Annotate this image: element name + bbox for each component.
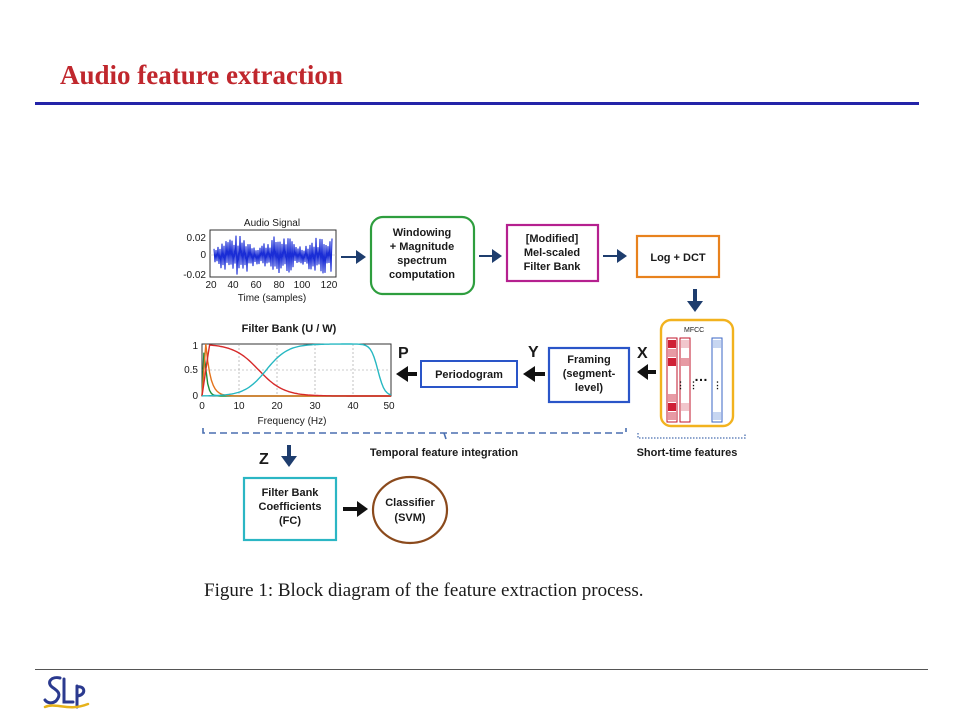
audio-x-tick: 80 [273, 280, 285, 291]
framing-line: Framing [567, 354, 610, 366]
arrow-right-icon [343, 501, 368, 517]
fc-line: (FC) [279, 515, 301, 527]
slide-title: Audio feature extraction [60, 60, 343, 90]
mel-filter-bank-line: Mel-scaled [524, 247, 580, 259]
title-underline [35, 102, 919, 105]
arrow-left-icon [637, 364, 656, 380]
windowing-line: computation [389, 269, 455, 281]
classifier-line: (SVM) [394, 512, 426, 524]
temporal-integration-label: Temporal feature integration [370, 447, 519, 459]
windowing-line: spectrum [397, 255, 447, 267]
mfcc-vector-blue [711, 337, 723, 423]
log-dct-label: Log + DCT [650, 252, 706, 264]
audio-y-tick-top: 0.02 [187, 233, 207, 244]
classifier-block: Classifier (SVM) [371, 475, 449, 545]
filter-bank-curves [201, 343, 392, 397]
mfcc-vertical-ellipsis: ⋮ [713, 380, 722, 390]
mfcc-vertical-ellipsis: ⋮ [676, 380, 685, 390]
windowing-line: + Magnitude [390, 241, 454, 253]
filter-bank-plot-title: Filter Bank (U / W) [242, 323, 337, 335]
periodogram-box [420, 360, 518, 388]
audio-x-tick: 20 [205, 280, 217, 291]
fb-x-tick: 40 [347, 401, 359, 412]
arrow-left-icon [523, 366, 545, 382]
classifier-line: Classifier [385, 497, 435, 509]
fc-line: Filter Bank [262, 487, 320, 499]
mel-filter-bank-line: [Modified] [526, 233, 579, 245]
arrow-down-icon [687, 289, 703, 312]
figure-caption: Figure 1: Block diagram of the feature e… [204, 580, 644, 601]
audio-x-tick: 40 [227, 280, 239, 291]
audio-waveform [213, 235, 333, 275]
temporal-brace [202, 428, 627, 434]
footer-rule [35, 669, 928, 670]
fb-x-tick: 10 [233, 401, 245, 412]
audio-x-tick: 60 [250, 280, 262, 291]
label-z: Z [259, 451, 269, 468]
fb-y-tick: 1 [192, 341, 198, 352]
audio-signal-plot: Audio Signal 0.02 0 -0.02 20 40 60 80 10… [183, 218, 338, 304]
framing-box [547, 346, 631, 404]
arrow-right-icon [341, 250, 366, 264]
arrow-down-icon [281, 445, 297, 467]
classifier-circle [371, 475, 449, 545]
windowing-box [369, 215, 476, 296]
mfcc-label: MFCC [684, 327, 704, 334]
log-dct-block: Log + DCT [635, 234, 721, 279]
periodogram-label: Periodogram [435, 369, 503, 381]
filter-bank-plot: Filter Bank (U / W) 1 0.5 0 0 10 20 30 4… [184, 323, 395, 427]
label-p: P [398, 345, 409, 362]
arrow-left-icon [396, 366, 417, 382]
fb-x-tick: 20 [271, 401, 283, 412]
label-y: Y [528, 344, 539, 361]
mel-filter-bank-line: Filter Bank [524, 261, 582, 273]
audio-y-tick-mid: 0 [200, 250, 206, 261]
slp-logo [43, 676, 90, 709]
fb-y-tick: 0.5 [184, 365, 198, 376]
short-time-brace [637, 433, 746, 439]
log-dct-box [635, 234, 721, 279]
temporal-brace-tip [443, 432, 447, 440]
audio-x-tick: 120 [321, 280, 338, 291]
fc-box [242, 476, 338, 542]
fc-block: Filter Bank Coefficients (FC) [242, 476, 338, 542]
filter-curve-cyan [201, 343, 392, 397]
audio-x-tick: 100 [294, 280, 311, 291]
periodogram-block: Periodogram [420, 360, 518, 388]
mel-filter-bank-block: [Modified] Mel-scaled Filter Bank [505, 223, 600, 283]
fc-line: Coefficients [259, 501, 322, 513]
audio-y-tick-bottom: -0.02 [183, 270, 206, 281]
mfcc-vertical-ellipsis: ⋮ [689, 380, 698, 390]
fb-x-tick: 0 [199, 401, 205, 412]
windowing-line: Windowing [393, 227, 452, 239]
filter-curve-red [201, 344, 391, 397]
windowing-block: Windowing + Magnitude spectrum computati… [369, 215, 476, 296]
label-x: X [637, 345, 648, 362]
framing-line: level) [575, 382, 603, 394]
mel-filter-bank-box [505, 223, 600, 283]
fb-x-axis-label: Frequency (Hz) [258, 416, 327, 427]
audio-plot-title: Audio Signal [244, 218, 300, 229]
audio-x-axis-label: Time (samples) [238, 293, 307, 304]
mfcc-vector-pink [679, 337, 691, 423]
fb-x-tick: 50 [383, 401, 395, 412]
mfcc-block: MFCC ⋮ ⋮ … ⋮ [659, 318, 735, 428]
fb-y-tick: 0 [192, 391, 198, 402]
mfcc-horizontal-ellipsis: … [694, 368, 708, 384]
arrow-right-icon [603, 249, 627, 263]
framing-line: (segment- [563, 368, 616, 380]
arrow-right-icon [479, 249, 502, 263]
short-time-features-label: Short-time features [637, 447, 738, 459]
fb-x-tick: 30 [309, 401, 321, 412]
mfcc-vector-red [666, 337, 678, 423]
framing-block: Framing (segment- level) [547, 346, 631, 404]
